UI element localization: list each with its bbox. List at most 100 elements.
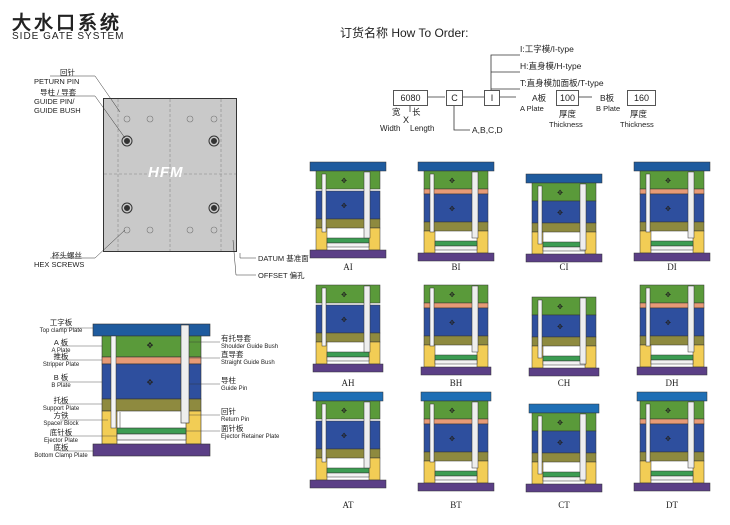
hex-screws-cn: 杯头螺丝 [52,251,82,260]
svg-text:✥: ✥ [341,291,347,299]
svg-text:✥: ✥ [449,407,455,415]
label-stripper-plate: 推板 Stripper Plate [42,352,80,368]
svg-text:✥: ✥ [557,189,563,197]
hex-screws-en: HEX SCREWS [34,260,85,269]
a-thickness-en: Thickness [549,120,583,129]
mold-label-at: AT [342,500,354,510]
mold-diagram-di: ✥✥ [633,161,711,262]
b-thickness-en: Thickness [620,120,654,129]
datum-label: DATUM 基准面 [258,254,309,263]
svg-text:✥: ✥ [557,303,563,311]
mold-label-di: DI [667,262,677,272]
svg-text:✥: ✥ [665,291,671,299]
order-series-field[interactable]: C [446,90,463,106]
svg-text:✥: ✥ [665,205,671,213]
a-plate-label-cn: A板 [532,93,547,103]
label-support-plate: 托板 Support Plate [42,396,80,412]
mold-label-ct: CT [558,500,570,510]
page-title-en: SIDE GATE SYSTEM [12,31,125,42]
width-label-cn: 宽 [392,107,401,117]
svg-text:✥: ✥ [341,177,347,185]
a-thickness-cn: 厚度 [559,109,577,119]
offset-label: OFFSET 偏孔 [258,271,305,280]
label-shoulder-guide-bush: 有托导套 Shoulder Guide Bush [221,334,279,350]
order-title: 订货名称 How To Order: [340,26,469,40]
label-guide-pin: 导柱 Guide Pin [221,376,248,392]
svg-text:✥: ✥ [341,407,347,415]
mold-diagram-ch: ✥✥ [528,296,600,377]
svg-text:✥: ✥ [665,319,671,327]
label-spacer-block: 方铁 Spacer Block [43,411,79,427]
guide-cn: 导柱 / 导套 [40,88,77,97]
length-label-cn: 长 [412,107,421,117]
order-size-field[interactable]: 6080 [393,90,428,106]
mold-label-ci: CI [559,262,569,272]
mold-diagram-ct: ✥✥ [525,403,603,493]
mold-label-dh: DH [665,378,679,388]
b-plate-label-en: B Plate [596,104,621,113]
guide-en-1: GUIDE PIN/ [34,97,75,106]
label-bottom-clamp: 底板 Bottom Clamp Plate [34,443,88,459]
mold-label-ai: AI [343,262,353,272]
label-ejector-retainer-plate: 面针板 Ejector Retainer Plate [221,424,280,440]
label-b-plate: B 板 B Plate [51,373,71,389]
label-ejector-plate: 底针板 Ejector Plate [43,428,79,444]
mold-label-ch: CH [557,378,571,388]
series-options: A,B,C,D [472,125,503,135]
svg-text:✥: ✥ [341,316,347,324]
length-label-en: Length [410,124,435,133]
return-pin-cn: 回针 [60,68,75,77]
b-plate-label-cn: B板 [600,93,615,103]
b-thickness-cn: 厚度 [630,109,648,119]
svg-text:✥: ✥ [147,378,154,387]
order-b-plate-field[interactable]: 160 [627,90,656,106]
guide-en-2: GUIDE BUSH [34,106,81,115]
svg-text:✥: ✥ [557,439,563,447]
type-option-h: H:直身模/H-type [520,61,582,71]
mold-diagram-bt: ✥✥ [417,391,495,492]
a-plate-label-en: A Plate [520,104,544,113]
mold-label-bi: BI [451,262,461,272]
svg-text:✥: ✥ [665,435,671,443]
label-straight-guide-bush: 直导套 Straight Guide Bush [221,350,275,366]
svg-text:✥: ✥ [341,202,347,210]
mold-diagram-at: ✥✥ [309,391,387,489]
svg-text:✥: ✥ [449,291,455,299]
label-a-plate: A 板 A Plate [51,338,71,354]
mold-diagram-bi: ✥✥ [417,161,495,262]
type-options: I:工字模/I-type H:直身模/H-type T:直身模加面板/T-typ… [520,43,604,89]
svg-text:✥: ✥ [449,205,455,213]
mold-diagram-ai: ✥✥ [309,161,387,259]
svg-text:✥: ✥ [665,177,671,185]
mold-label-bh: BH [449,378,463,388]
mold-diagram-dh: ✥✥ [636,284,708,376]
svg-text:✥: ✥ [665,407,671,415]
order-type-field[interactable]: I [484,90,500,106]
svg-text:✥: ✥ [557,209,563,217]
width-label-en: Width [380,124,401,133]
svg-text:✥: ✥ [449,177,455,185]
order-a-plate-field[interactable]: 100 [556,90,579,106]
return-pin-en: PETURN PIN [34,77,80,86]
mold-label-bt: BT [450,500,462,510]
mold-diagram-ci: ✥✥ [525,173,603,263]
hfm-logo: HFM [148,164,184,181]
svg-text:✥: ✥ [557,419,563,427]
type-option-t: T:直身模加面板/T-type [520,78,604,88]
page-title-cn: 大水口系统 [12,13,123,34]
x-sign: X [403,115,410,125]
svg-text:✥: ✥ [449,319,455,327]
mold-diagram-dt: ✥✥ [633,391,711,492]
svg-text:✥: ✥ [449,435,455,443]
mold-diagram-bh: ✥✥ [420,284,492,376]
mold-label-dt: DT [666,500,678,510]
svg-text:✥: ✥ [557,323,563,331]
type-option-i: I:工字模/I-type [520,44,574,54]
label-top-clamp: 工字板 Top clamp Plate [39,318,83,334]
mold-label-ah: AH [341,378,355,388]
svg-text:✥: ✥ [147,341,154,350]
